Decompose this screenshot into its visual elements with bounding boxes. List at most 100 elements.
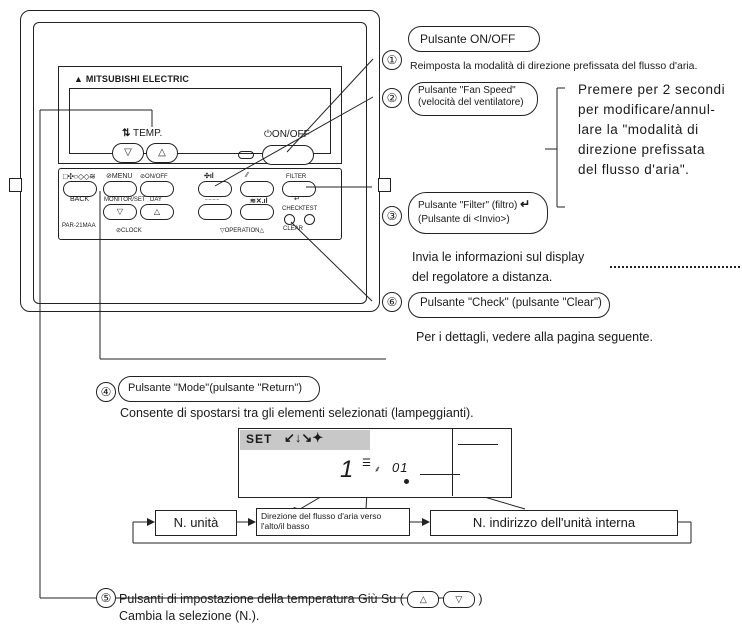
callout-1-box bbox=[408, 26, 540, 52]
fan-speed-button[interactable] bbox=[198, 181, 232, 197]
display-divider bbox=[452, 428, 454, 496]
louver-button[interactable] bbox=[198, 204, 232, 220]
enter-icon: ↵ bbox=[520, 197, 531, 211]
time-up-button[interactable]: △ bbox=[140, 204, 174, 220]
set-label: SET bbox=[246, 432, 273, 446]
mode-icons: □✣○◇◇≋ bbox=[63, 172, 96, 181]
triangle-down-icon: ▽ bbox=[455, 594, 463, 604]
callout-4-desc: Consente di spostarsi tra gli elementi s… bbox=[120, 406, 474, 420]
onoff-button[interactable] bbox=[262, 145, 314, 165]
display-divider bbox=[420, 474, 460, 475]
callout-number-5: ⑤ bbox=[96, 588, 116, 608]
triangle-down-button-symbol: ▽ bbox=[442, 591, 475, 608]
onoff-small-label: ⊘ON/OFF bbox=[140, 174, 168, 180]
remote-inner-frame bbox=[33, 22, 367, 304]
triangle-down-icon: ▽ bbox=[116, 207, 124, 216]
model-label: PAR-21MAA bbox=[62, 223, 96, 229]
callout-3-title-line2: (Pulsante di <Invio>) bbox=[418, 214, 510, 225]
timer-onoff-button[interactable] bbox=[140, 181, 174, 197]
time-down-button[interactable]: ▽ bbox=[103, 204, 137, 220]
filter-button[interactable] bbox=[282, 181, 316, 197]
power-icon: ⏻ bbox=[264, 129, 272, 140]
callout-number-2: ② bbox=[382, 88, 402, 108]
triangle-down-icon: ▽ bbox=[220, 228, 225, 234]
callout-5-line1: Pulsanti di impostazione della temperatu… bbox=[119, 591, 483, 608]
menu-label: ⊘MENU bbox=[106, 173, 133, 180]
flow-direction-line2: l'alto/il basso bbox=[261, 521, 310, 531]
check-button[interactable] bbox=[284, 214, 295, 225]
temp-label: ⇅ TEMP. bbox=[122, 128, 163, 139]
temp-down-button[interactable]: ▽ bbox=[112, 143, 144, 163]
brand-logo: ▲ MITSUBISHI ELECTRIC bbox=[74, 74, 190, 84]
dot-indicator bbox=[404, 479, 409, 484]
triangle-up-icon: △ bbox=[259, 228, 265, 234]
airflow-bar-icon: ☰ bbox=[362, 458, 371, 469]
callout-3-title-line1: Pulsante "Filter" (filtro) ↵ bbox=[418, 197, 531, 211]
right-clip bbox=[378, 178, 391, 192]
test-label: TEST bbox=[302, 206, 318, 212]
mitsubishi-logo-icon: ▲ bbox=[74, 74, 84, 84]
fan-speed-icon: ✣ıl bbox=[204, 173, 214, 180]
menu-button[interactable] bbox=[103, 181, 137, 197]
triangle-up-icon: △ bbox=[419, 594, 427, 604]
vane-icon: ⁄⁄ bbox=[246, 172, 249, 179]
side-note: Premere per 2 secondi per modificare/ann… bbox=[578, 80, 738, 180]
flow-address-box: N. indirizzo dell'unità interna bbox=[430, 510, 678, 536]
indicator-lamp bbox=[238, 151, 254, 159]
flow-unit-box: N. unità bbox=[155, 510, 237, 536]
remote-controller bbox=[20, 10, 380, 312]
test-button[interactable] bbox=[304, 214, 315, 225]
side-note-line: per modificare/annul- bbox=[578, 102, 716, 117]
callout-number-6: ⑥ bbox=[382, 292, 402, 312]
day-label: DAY bbox=[150, 197, 162, 203]
callout-4-title: Pulsante "Mode"(pulsante "Return") bbox=[128, 382, 302, 394]
monitor-set-label: MONITOR/SET bbox=[104, 197, 146, 203]
clock-icon: ⊘ bbox=[106, 173, 112, 180]
callout-1-desc: Reimposta la modalità di direzione prefi… bbox=[410, 60, 698, 72]
triangle-up-icon: △ bbox=[153, 207, 161, 216]
side-note-line: Premere per 2 secondi bbox=[578, 82, 726, 97]
flow-direction-line1: Direzione del flusso d'aria verso bbox=[261, 511, 382, 521]
thermometer-icon: ⇅ bbox=[122, 128, 131, 139]
callout-number-4: ④ bbox=[96, 382, 116, 402]
clear-label: CLEAR bbox=[283, 226, 304, 232]
callout-6-title: Pulsante "Check" (pulsante "Clear") bbox=[420, 297, 602, 309]
enter-icon: ↵ bbox=[294, 196, 300, 203]
triangle-down-icon: ▽ bbox=[124, 147, 132, 158]
mode-button[interactable] bbox=[63, 181, 97, 197]
unit-digit: 1 bbox=[340, 456, 354, 483]
side-note-line: lare la "modalità di bbox=[578, 122, 699, 137]
temp-up-button[interactable]: △ bbox=[146, 143, 178, 163]
callout-6-desc: Per i dettagli, vedere alla pagina segue… bbox=[416, 330, 653, 344]
ventilation-button[interactable] bbox=[240, 204, 274, 220]
ventilation-icon: ≋✕.ıl bbox=[250, 198, 268, 205]
vane-button[interactable] bbox=[240, 181, 274, 197]
triangle-up-button-symbol: △ bbox=[407, 591, 440, 608]
control-panel bbox=[58, 168, 342, 240]
side-note-line: direzione prefissata bbox=[578, 142, 706, 157]
callout-6-box bbox=[408, 292, 610, 318]
callout-5-line2: Cambia la selezione (N.). bbox=[119, 609, 260, 623]
callout-4-box bbox=[118, 376, 320, 402]
clock-label: ⊘CLOCK bbox=[116, 228, 142, 234]
display-divider bbox=[458, 444, 498, 445]
callout-number-1: ① bbox=[382, 50, 402, 70]
side-note-line: del flusso d'aria". bbox=[578, 162, 690, 177]
callout-2-title-line1: Pulsante "Fan Speed" bbox=[418, 85, 516, 96]
address-digits: 01 bbox=[392, 460, 409, 475]
callout-3-desc-line1: Invia le informazioni sul display bbox=[412, 250, 585, 264]
filter-label: FILTER bbox=[286, 174, 307, 180]
fan-icon: ⸙ bbox=[374, 464, 381, 474]
triangle-up-icon: △ bbox=[158, 147, 166, 158]
callout-2-box bbox=[408, 82, 538, 116]
operation-label: ▽OPERATION△ bbox=[220, 228, 265, 234]
back-label: BACK bbox=[70, 196, 90, 203]
flow-direction-box: Direzione del flusso d'aria verso l'alto… bbox=[256, 508, 410, 536]
clock-icon: ⊘ bbox=[116, 228, 122, 234]
set-indicator-bar bbox=[240, 430, 370, 450]
callout-2-title-line2: (velocità del ventilatore) bbox=[418, 97, 524, 108]
callout-3-box bbox=[408, 192, 548, 234]
timer-icon: ⊘ bbox=[140, 174, 146, 180]
airflow-direction-icon: ↙↓↘✦ bbox=[284, 430, 324, 445]
